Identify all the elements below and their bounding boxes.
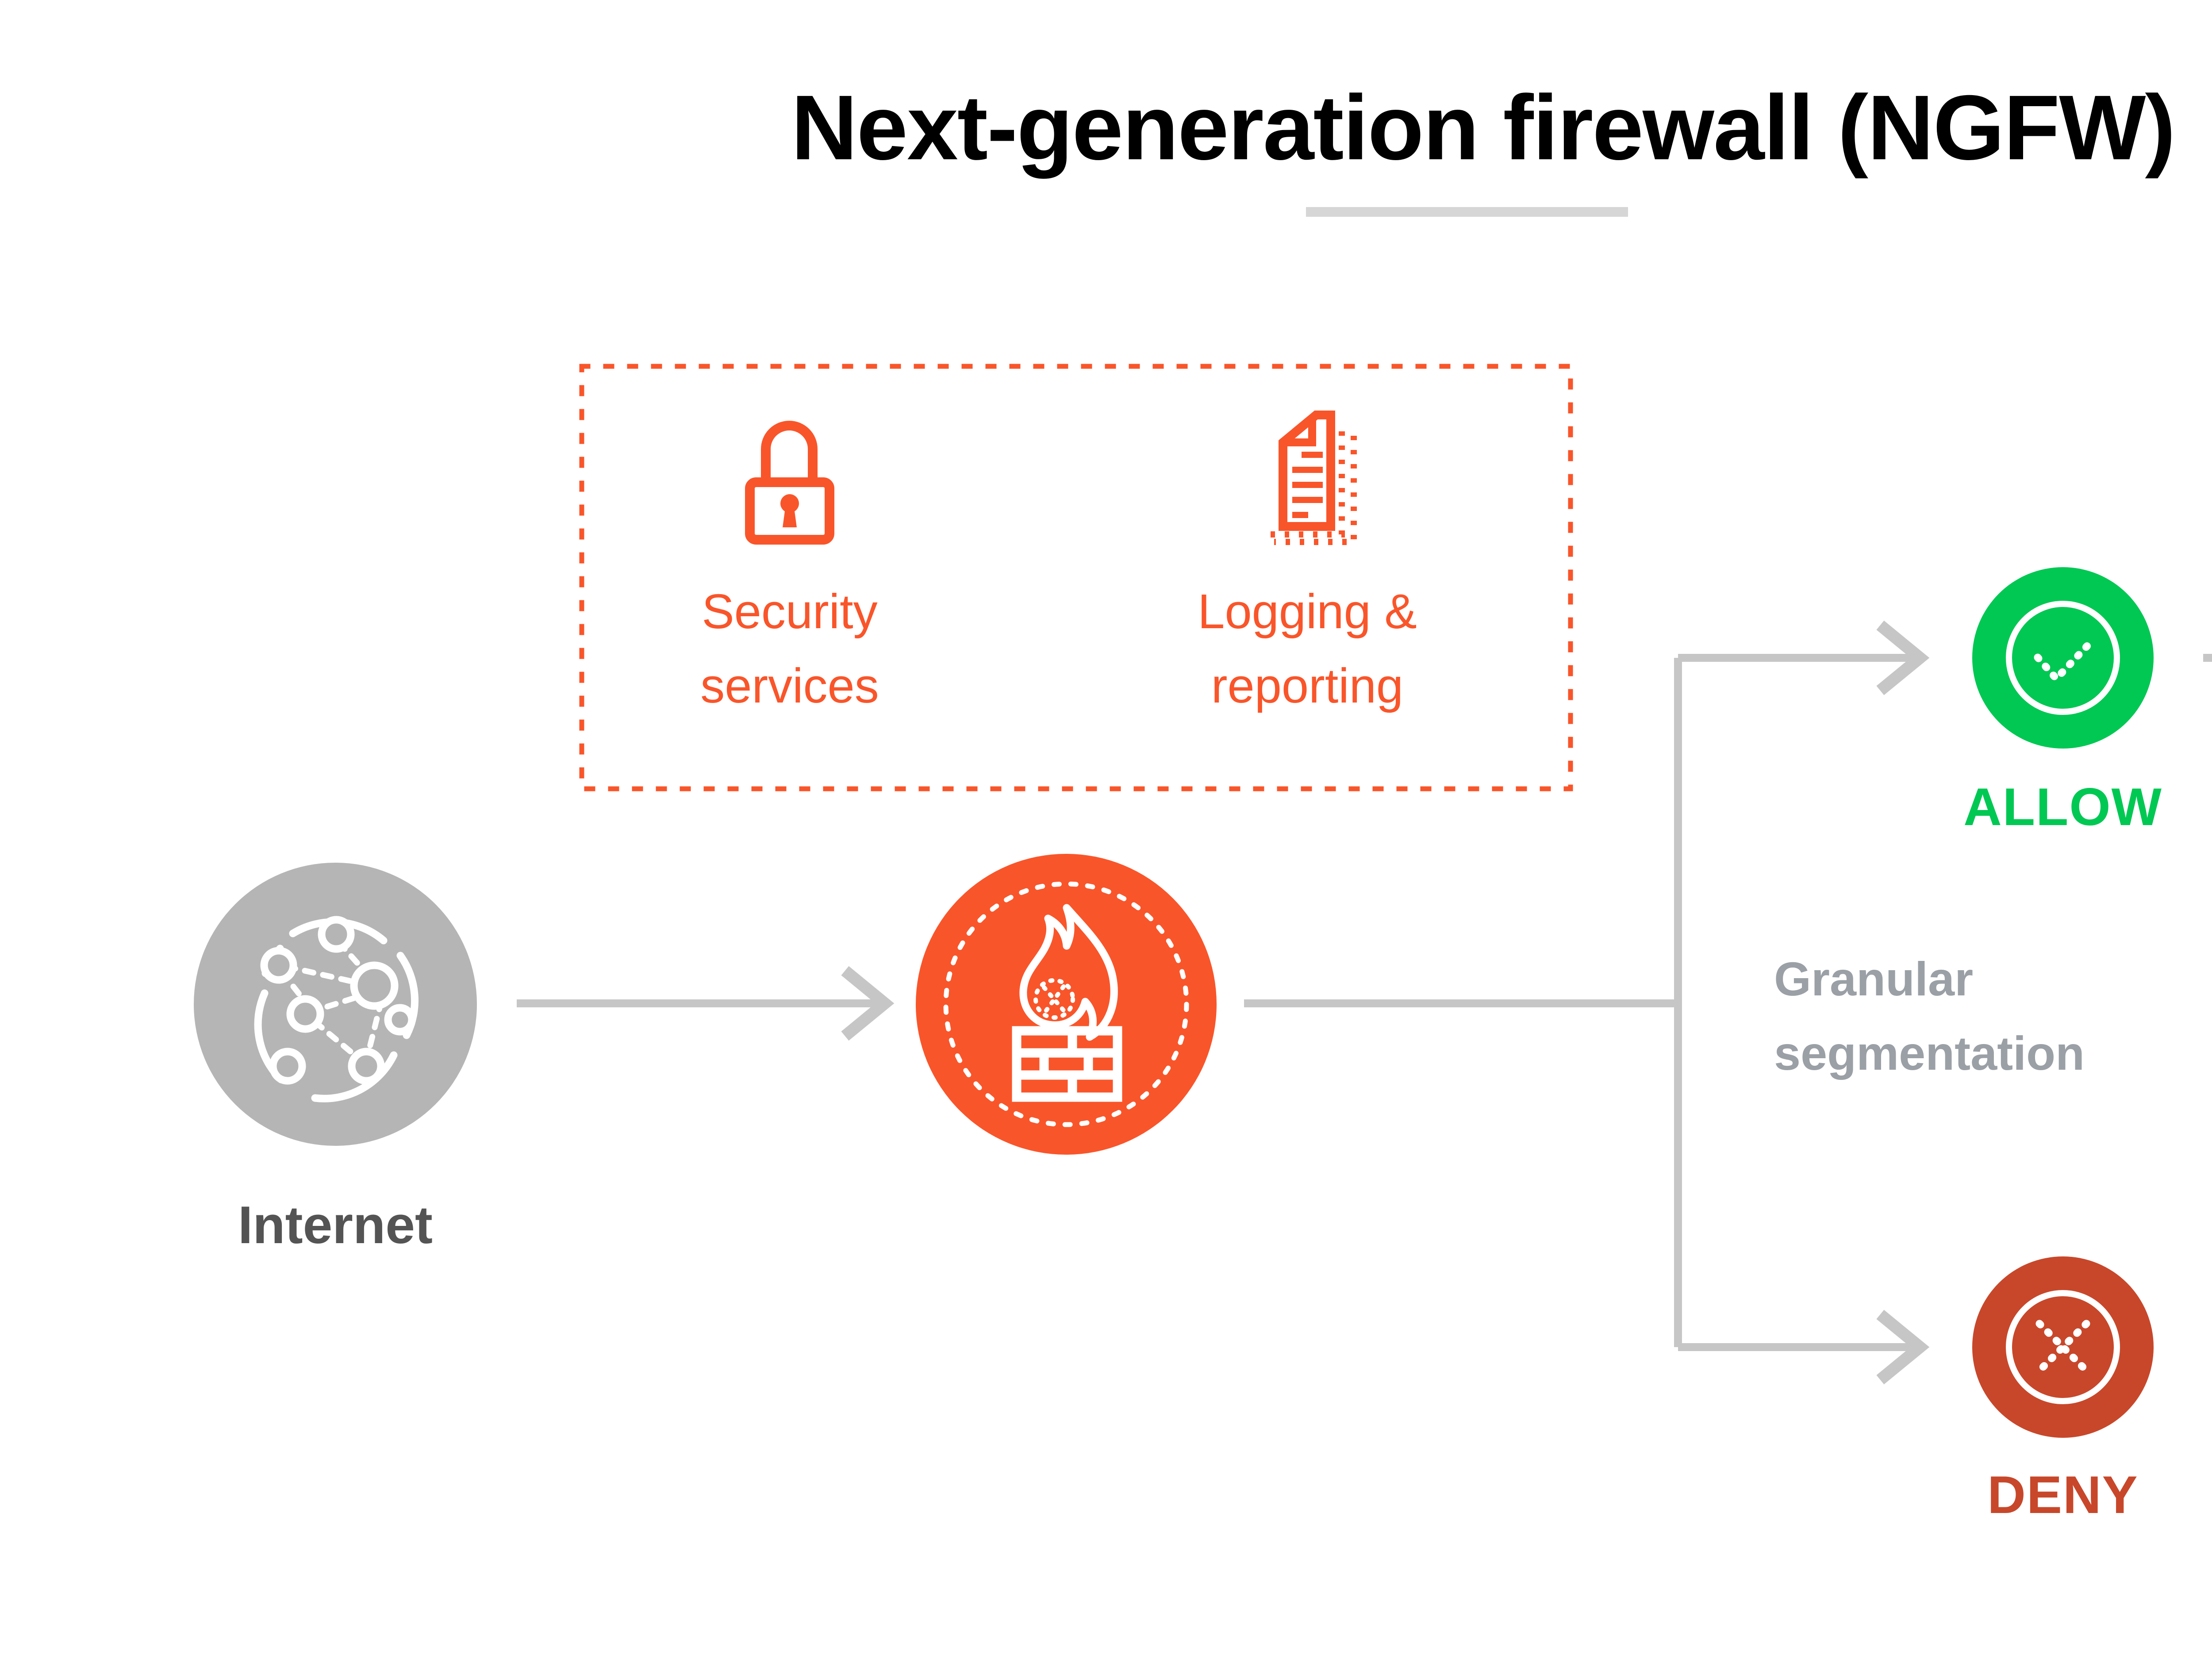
services-item-security-label-line1: Security (702, 584, 877, 639)
services-panel-border (579, 364, 1573, 791)
firewall-dotted-ring (943, 881, 1189, 1127)
deny-cross-mark (2035, 1320, 2090, 1375)
lock-icon (745, 421, 834, 545)
deny-label: DENY (1987, 1465, 2138, 1525)
deny-inner-ring (2006, 1290, 2120, 1404)
allow-label: ALLOW (1963, 777, 2162, 837)
services-item-security-label-line2: services (700, 659, 879, 713)
connectors (517, 620, 2212, 1385)
node-allow[interactable]: ALLOW (1963, 567, 2162, 837)
firewall-circle (916, 854, 1217, 1155)
title-divider (1306, 207, 1628, 217)
services-item-logging-label-line2: reporting (1211, 659, 1403, 713)
services-item-logging-label-line1: Logging & (1198, 584, 1417, 639)
network-globe-icon (254, 916, 419, 1102)
services-item-security: Security services (700, 421, 879, 713)
allow-circle (1972, 567, 2154, 749)
internet-label: Internet (238, 1195, 433, 1255)
granular-segmentation-annotation: Granular segmentation (1774, 952, 2085, 1080)
segmentation-label-line2: segmentation (1774, 1026, 2085, 1080)
segmentation-label-line1: Granular (1774, 952, 1973, 1006)
node-deny[interactable]: DENY (1972, 1256, 2154, 1525)
node-firewall[interactable] (916, 854, 1217, 1155)
page-title: Next-generation firewall (NGFW) (791, 77, 2175, 179)
services-item-logging: Logging & reporting (1198, 411, 1417, 713)
allow-check-mark (2034, 635, 2098, 684)
document-report-icon (1265, 411, 1357, 545)
firewall-flame-icon (1012, 904, 1122, 1102)
allow-inner-ring (2006, 601, 2120, 715)
cross-circle-icon (2006, 1290, 2120, 1404)
check-circle-icon (2006, 601, 2120, 715)
services-panel: Security services (579, 364, 1573, 791)
node-internet[interactable]: Internet (194, 863, 477, 1255)
